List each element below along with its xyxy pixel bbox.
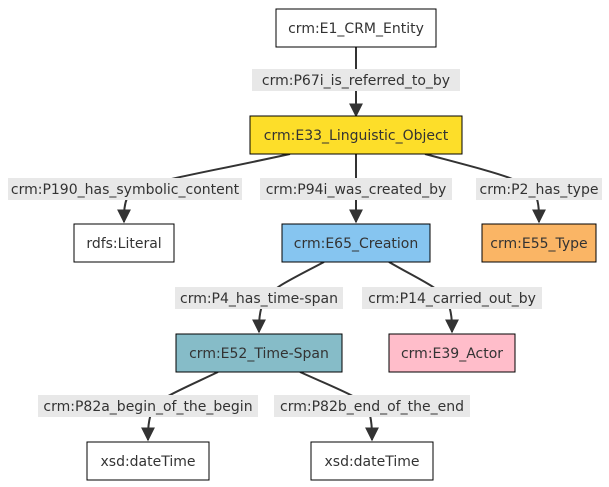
node-type-box — [481, 223, 597, 263]
edge-labels: crm:P67i_is_referred_to_by crm:P190_has_… — [8, 69, 602, 417]
edge-label-end-of-the-end: crm:P82b_end_of_the_end — [280, 399, 464, 415]
edge-label-is-referred-to-by: crm:P67i_is_referred_to_by — [262, 73, 450, 89]
edge-label-has-type: crm:P2_has_type — [480, 182, 599, 198]
node-linguistic-object-label: crm:E33_Linguistic_Object — [264, 128, 449, 144]
node-entity-box — [275, 8, 437, 48]
node-begin-datetime-label: xsd:dateTime — [100, 454, 195, 470]
edge-label-has-time-span: crm:P4_has_time-span — [180, 291, 338, 307]
node-actor-box — [388, 333, 516, 373]
node-begin-datetime: xsd:dateTime — [86, 441, 210, 481]
node-actor-label: crm:E39_Actor — [401, 346, 503, 362]
node-type-label: crm:E55_Type — [490, 236, 587, 252]
node-literal: rdfs:Literal — [73, 223, 175, 263]
node-creation-label: crm:E65_Creation — [294, 236, 418, 252]
node-actor: crm:E39_Actor — [388, 333, 516, 373]
node-creation: crm:E65_Creation — [281, 223, 431, 263]
node-linguistic-object: crm:E33_Linguistic_Object — [249, 115, 463, 155]
node-time-span-label: crm:E52_Time-Span — [189, 346, 329, 362]
node-time-span: crm:E52_Time-Span — [175, 333, 343, 373]
edge-label-was-created-by: crm:P94i_was_created_by — [266, 182, 447, 198]
node-time-span-box — [175, 333, 343, 373]
node-end-datetime: xsd:dateTime — [310, 441, 434, 481]
edge-label-carried-out-by: crm:P14_carried_out_by — [368, 291, 536, 307]
node-creation-box — [281, 223, 431, 263]
node-type: crm:E55_Type — [481, 223, 597, 263]
node-entity: crm:E1_CRM_Entity — [275, 8, 437, 48]
edge-label-has-symbolic-content: crm:P190_has_symbolic_content — [11, 182, 240, 198]
node-linguistic-object-box — [249, 115, 463, 155]
node-end-datetime-label: xsd:dateTime — [324, 454, 419, 470]
node-begin-datetime-box — [86, 441, 210, 481]
node-literal-box — [73, 223, 175, 263]
node-entity-label: crm:E1_CRM_Entity — [288, 21, 424, 37]
edge-label-begin-of-the-begin: crm:P82a_begin_of_the_begin — [43, 399, 252, 415]
node-end-datetime-box — [310, 441, 434, 481]
node-literal-label: rdfs:Literal — [86, 236, 161, 252]
nodes: crm:E1_CRM_Entity crm:E33_Linguistic_Obj… — [73, 8, 597, 481]
